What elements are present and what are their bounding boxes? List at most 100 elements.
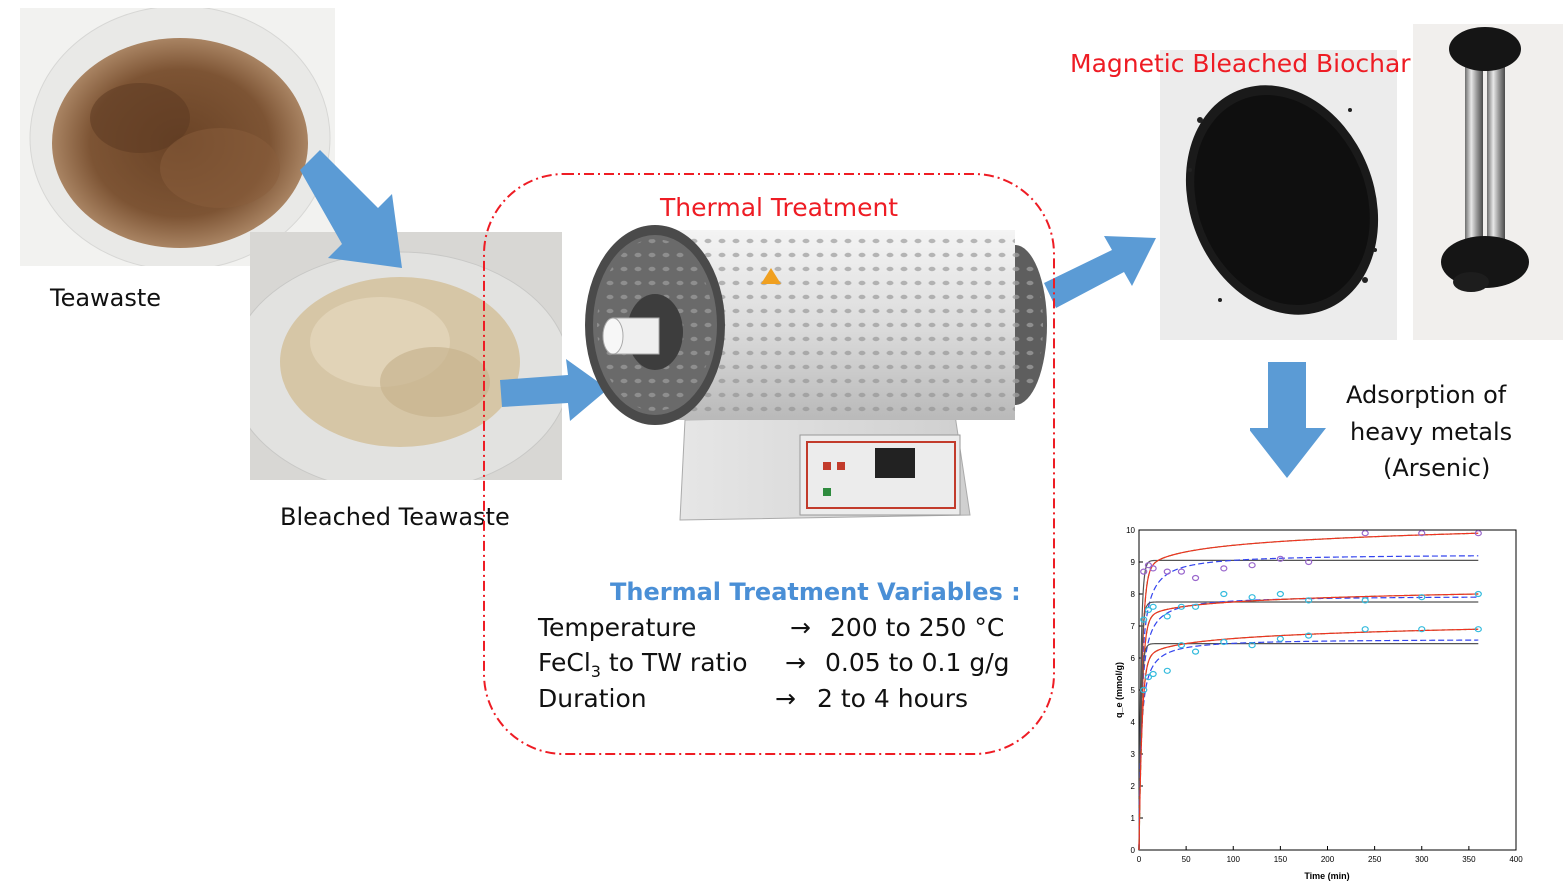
data-point bbox=[1305, 558, 1313, 566]
chart-xlabel: Time (min) bbox=[1304, 871, 1349, 881]
y-tick-label: 5 bbox=[1131, 686, 1136, 695]
data-point bbox=[1163, 613, 1171, 620]
x-tick-label: 100 bbox=[1227, 855, 1241, 864]
variable-arrow: → bbox=[790, 613, 811, 642]
variable-name-sub: 3 bbox=[590, 662, 601, 681]
data-point bbox=[1305, 632, 1313, 639]
y-tick-label: 6 bbox=[1131, 654, 1136, 663]
data-point bbox=[1361, 530, 1369, 537]
data-point bbox=[1140, 686, 1148, 694]
fit-line-red bbox=[1138, 628, 1479, 851]
data-point bbox=[1163, 667, 1171, 674]
variable-arrow: → bbox=[775, 684, 796, 713]
variable-row-duration: Duration bbox=[538, 684, 647, 713]
y-tick-label: 9 bbox=[1131, 558, 1136, 567]
y-tick-label: 2 bbox=[1131, 782, 1136, 791]
data-point bbox=[1220, 590, 1228, 598]
y-tick-label: 1 bbox=[1131, 814, 1136, 823]
fit-line-blue-dashed bbox=[1138, 639, 1479, 851]
data-point bbox=[1418, 594, 1426, 601]
data-point bbox=[1276, 635, 1284, 642]
variable-name-post: to TW ratio bbox=[600, 648, 748, 677]
data-point bbox=[1144, 562, 1153, 569]
data-point bbox=[1248, 562, 1256, 569]
variables-title: Thermal Treatment Variables : bbox=[610, 578, 1021, 606]
x-tick-label: 350 bbox=[1462, 855, 1476, 864]
data-point bbox=[1149, 565, 1157, 572]
variable-row-fecl3-ratio: FeCl3 to TW ratio bbox=[538, 648, 748, 681]
data-point bbox=[1144, 606, 1153, 614]
data-point bbox=[1276, 555, 1284, 562]
fit-line-blue-dashed bbox=[1138, 555, 1479, 851]
data-point bbox=[1248, 642, 1256, 649]
magnetic-biochar-photo bbox=[1160, 50, 1397, 340]
x-tick-label: 50 bbox=[1182, 855, 1191, 864]
variable-name-pre: FeCl bbox=[538, 648, 591, 677]
bleached-teawaste-label: Bleached Teawaste bbox=[280, 503, 510, 531]
teawaste-label: Teawaste bbox=[50, 284, 162, 312]
chart-ylabel: q_e (mmol/g) bbox=[1114, 662, 1124, 718]
y-tick-label: 7 bbox=[1131, 622, 1136, 631]
x-tick-label: 250 bbox=[1368, 855, 1382, 864]
thermal-treatment-box bbox=[483, 173, 1055, 755]
data-point bbox=[1144, 674, 1153, 681]
y-tick-label: 0 bbox=[1131, 846, 1136, 855]
data-point bbox=[1163, 568, 1171, 575]
data-point bbox=[1220, 638, 1228, 646]
data-point bbox=[1140, 616, 1148, 623]
arrow-furnace-to-biochar-icon bbox=[1044, 236, 1156, 308]
fit-line-gray bbox=[1138, 643, 1479, 851]
data-point bbox=[1149, 670, 1157, 678]
data-point bbox=[1191, 648, 1200, 655]
teawaste-photo bbox=[20, 8, 335, 266]
arrow-teawaste-to-bleached-icon bbox=[300, 150, 402, 268]
data-point bbox=[1191, 603, 1200, 610]
tube-furnace-illustration bbox=[585, 225, 1047, 521]
data-point bbox=[1361, 597, 1369, 604]
y-tick-label: 3 bbox=[1131, 750, 1136, 759]
data-point bbox=[1177, 642, 1186, 649]
y-tick-label: 10 bbox=[1126, 526, 1135, 535]
fit-line-gray bbox=[1138, 559, 1479, 851]
adsorption-kinetics-chart: 0 50 100 150 200 250 300 350 400 0 1 2 3 4 5 6 7 8 9 10 Tim… bbox=[1114, 526, 1523, 881]
variable-name: Temperature bbox=[538, 613, 697, 642]
thermal-treatment-label: Thermal Treatment bbox=[660, 193, 899, 222]
data-point bbox=[1177, 603, 1186, 610]
data-point bbox=[1276, 590, 1284, 598]
adsorption-label-line3: (Arsenic) bbox=[1383, 454, 1491, 482]
data-point bbox=[1220, 565, 1228, 572]
data-point bbox=[1474, 626, 1482, 633]
x-tick-label: 0 bbox=[1137, 855, 1142, 864]
adsorption-label-line1: Adsorption of bbox=[1346, 381, 1507, 409]
variable-value: 200 to 250 °C bbox=[830, 613, 1005, 642]
data-point bbox=[1474, 590, 1482, 598]
data-point bbox=[1149, 603, 1157, 610]
data-point bbox=[1140, 568, 1148, 575]
variable-row-temperature: Temperature bbox=[538, 613, 696, 642]
data-point bbox=[1474, 530, 1482, 537]
data-point bbox=[1305, 597, 1313, 604]
x-tick-label: 300 bbox=[1415, 855, 1429, 864]
magnet-rod-photo bbox=[1413, 24, 1563, 340]
x-tick-label: 150 bbox=[1274, 855, 1288, 864]
data-point bbox=[1191, 574, 1200, 582]
fit-line-gray bbox=[1138, 601, 1479, 851]
data-point bbox=[1177, 568, 1186, 575]
x-tick-label: 200 bbox=[1321, 855, 1335, 864]
data-point bbox=[1418, 530, 1426, 537]
variable-name: Duration bbox=[538, 684, 647, 713]
data-point bbox=[1248, 594, 1256, 601]
y-tick-label: 4 bbox=[1131, 718, 1136, 727]
data-point bbox=[1361, 626, 1369, 633]
data-point bbox=[1418, 626, 1426, 633]
variable-value: 2 to 4 hours bbox=[817, 684, 969, 713]
x-tick-label: 400 bbox=[1509, 855, 1523, 864]
adsorption-label-line2: heavy metals bbox=[1350, 418, 1513, 446]
variable-value: 0.05 to 0.1 g/g bbox=[825, 648, 1010, 677]
y-tick-label: 8 bbox=[1131, 590, 1136, 599]
variable-arrow: → bbox=[785, 648, 806, 677]
arrow-biochar-to-adsorption-icon bbox=[1250, 362, 1326, 478]
arrow-bleached-to-furnace-icon bbox=[500, 359, 608, 421]
fit-line-red bbox=[1138, 532, 1479, 851]
magnetic-biochar-label: Magnetic Bleached Biochar bbox=[1070, 49, 1411, 78]
